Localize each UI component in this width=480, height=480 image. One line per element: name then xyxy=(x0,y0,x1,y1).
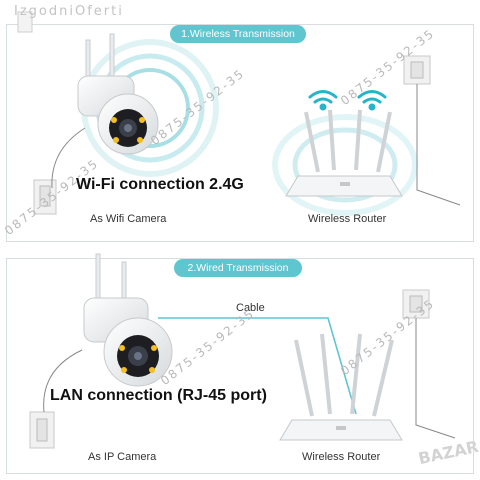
top-wall-socket xyxy=(17,11,57,215)
bottom-right-wall-socket xyxy=(402,289,456,439)
lan-cable xyxy=(158,317,357,415)
wifi-camera-caption: As Wifi Camera xyxy=(90,213,167,225)
top-camera xyxy=(77,33,159,155)
wireless-transmission-tag: 1.Wireless Transmission xyxy=(170,25,306,43)
wired-transmission-tag: 2.Wired Transmission xyxy=(174,259,302,277)
wifi-icon xyxy=(308,90,338,111)
top-router xyxy=(285,109,403,197)
lan-connection-headline: LAN connection (RJ-45 port) xyxy=(50,387,267,404)
bottom-panel-frame xyxy=(6,258,474,474)
site-watermark: IzgodniOferti xyxy=(14,4,124,19)
wifi-connection-headline: Wi-Fi connection 2.4G xyxy=(76,176,244,193)
bottom-camera xyxy=(83,253,173,387)
ip-camera-caption: As IP Camera xyxy=(88,451,157,463)
bottom-wall-socket xyxy=(29,411,55,449)
top-camera-power-cable xyxy=(51,127,86,189)
bottom-router-caption: Wireless Router xyxy=(302,451,381,463)
wifi-icon xyxy=(357,90,387,111)
bottom-camera-power-cable xyxy=(43,349,83,413)
top-panel-frame xyxy=(6,24,474,242)
cable-label: Cable xyxy=(236,302,265,314)
bottom-router xyxy=(279,333,403,441)
top-right-wall-socket xyxy=(403,55,461,206)
top-router-caption: Wireless Router xyxy=(308,213,387,225)
top-router-signal-waves xyxy=(272,114,418,216)
